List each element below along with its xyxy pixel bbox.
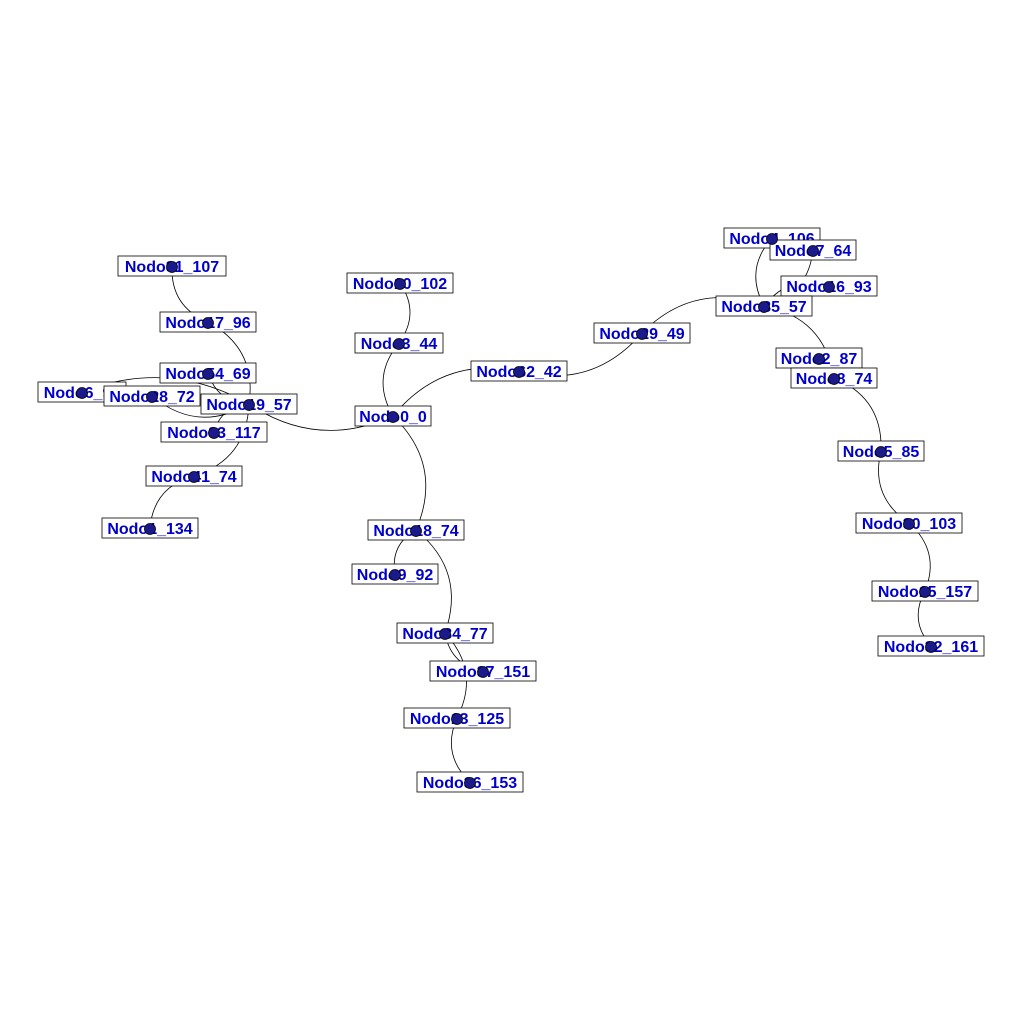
node-dot-n34 xyxy=(439,628,451,640)
node-dot-n30 xyxy=(903,518,915,530)
node-dot-n19 xyxy=(243,399,255,411)
node-dot-n2 xyxy=(813,353,825,365)
node-dot-n4 xyxy=(766,233,778,245)
node-dot-n1 xyxy=(144,523,156,535)
node-dot-n17 xyxy=(202,317,214,329)
node-dot-n10 xyxy=(394,278,406,290)
node-dot-n13 xyxy=(451,713,463,725)
node-dot-n54 xyxy=(202,368,214,380)
node-dot-n35 xyxy=(758,301,770,313)
label-layer: Nodo81_107Nodo17_96Nodo54_69Nodo6_96Nodo… xyxy=(37,227,985,793)
node-layer xyxy=(76,233,937,789)
node-dot-n29 xyxy=(636,328,648,340)
node-dot-n7 xyxy=(807,245,819,257)
edge-n8-n5 xyxy=(833,377,882,452)
edge-n3-n0 xyxy=(382,342,400,417)
node-dot-n8 xyxy=(828,373,840,385)
node-dot-n32 xyxy=(925,641,937,653)
node-dot-n81 xyxy=(166,261,178,273)
node-dot-n15 xyxy=(919,586,931,598)
node-dot-n28 xyxy=(146,391,158,403)
node-dot-n9 xyxy=(389,569,401,581)
node-dot-n0 xyxy=(387,411,399,423)
node-dot-n37 xyxy=(477,666,489,678)
node-dot-n83 xyxy=(208,427,220,439)
edge-n5-n30 xyxy=(878,450,910,524)
node-dot-n3 xyxy=(393,338,405,350)
node-dot-n41 xyxy=(188,471,200,483)
node-dot-n62 xyxy=(513,366,525,378)
node-dot-n18 xyxy=(410,525,422,537)
edge-n0-n18 xyxy=(392,415,427,531)
node-dot-n6 xyxy=(76,387,88,399)
node-dot-n16 xyxy=(823,281,835,293)
node-dot-n36 xyxy=(464,777,476,789)
node-dot-n5 xyxy=(875,446,887,458)
